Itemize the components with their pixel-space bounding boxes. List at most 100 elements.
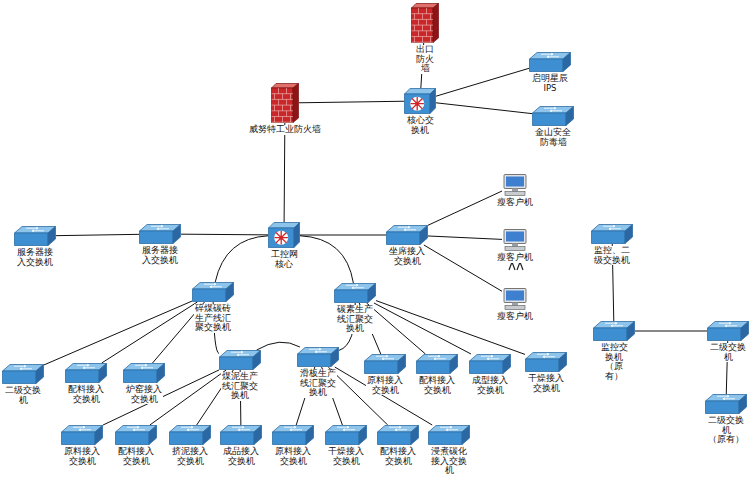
switch-icon bbox=[416, 354, 458, 374]
device-label: 监控交 换机（原 有） bbox=[600, 343, 629, 381]
network-link bbox=[44, 301, 192, 365]
network-device: 二级交换 机 （原有） bbox=[705, 394, 747, 445]
device-label: 启明星辰 IPS bbox=[531, 74, 569, 93]
switch-icon bbox=[532, 106, 574, 126]
firewall-icon bbox=[411, 3, 439, 43]
network-device: 工控网 核心 bbox=[268, 222, 300, 269]
device-label: 坐席接入 交换机 bbox=[388, 247, 426, 266]
device-label: 出口 防火 墙 bbox=[415, 45, 435, 74]
network-link bbox=[376, 301, 525, 355]
switch-icon bbox=[14, 226, 56, 246]
network-device: 核心交 换机 bbox=[404, 88, 436, 135]
device-label: 金山安全 防毒墙 bbox=[534, 128, 572, 147]
network-device: 原料接入 交换机 bbox=[272, 425, 314, 466]
network-device: 监控、二 级交换机 bbox=[591, 224, 633, 265]
switch-icon bbox=[219, 350, 261, 370]
switch-icon bbox=[386, 225, 428, 245]
switch-icon bbox=[65, 363, 107, 383]
network-device: 威努特工业防火墙 bbox=[248, 83, 322, 135]
switch-icon bbox=[593, 321, 635, 341]
switch-icon bbox=[2, 364, 44, 384]
switch-icon bbox=[123, 363, 165, 383]
device-label: 碳素生产 线汇聚交 换机 bbox=[336, 305, 374, 334]
device-label: 二级交换 机 bbox=[709, 343, 747, 362]
network-device: 金山安全 防毒墙 bbox=[532, 106, 574, 147]
device-label: 干燥接入 交换机 bbox=[527, 374, 565, 393]
thin-client-icon bbox=[502, 229, 528, 251]
network-link bbox=[428, 236, 502, 239]
network-device: 成品接入 交换机 bbox=[220, 425, 262, 466]
network-device: 启明星辰 IPS bbox=[529, 52, 571, 93]
device-label: 碎煤碳砖 生产线汇 聚交换机 bbox=[194, 304, 232, 333]
switch-icon bbox=[61, 425, 103, 445]
switch-icon bbox=[220, 425, 262, 445]
network-device: 坐席接入 交换机 bbox=[386, 225, 428, 266]
network-device: 碎煤碳砖 生产线汇 聚交换机 bbox=[192, 282, 234, 333]
network-device: 配料接入 交换机 bbox=[65, 363, 107, 404]
network-link bbox=[436, 68, 529, 96]
network-link bbox=[181, 234, 268, 236]
network-device: 瘦客户机 bbox=[496, 174, 534, 208]
core-switch-icon bbox=[404, 88, 436, 114]
core-switch-icon bbox=[268, 222, 300, 248]
network-device: 碳素生产 线汇聚交 换机 bbox=[334, 283, 376, 334]
thin-client-icon bbox=[502, 288, 528, 310]
device-label: 核心交 换机 bbox=[406, 116, 435, 135]
switch-icon bbox=[169, 425, 211, 445]
switch-icon bbox=[529, 52, 571, 72]
device-label: 炉窑接入 交换机 bbox=[125, 385, 163, 404]
switch-icon bbox=[707, 321, 749, 341]
network-device: 原料接入 交换机 bbox=[61, 425, 103, 466]
network-link bbox=[436, 103, 532, 114]
network-device: 瘦客户机 bbox=[496, 229, 534, 263]
device-label: 煤泥生产 线汇聚交 换机 bbox=[221, 372, 259, 401]
network-device: 滑板生产 线汇聚交 换机 bbox=[297, 347, 339, 398]
device-label: 原料接入 交换机 bbox=[63, 447, 101, 466]
switch-icon bbox=[272, 425, 314, 445]
switch-icon bbox=[705, 394, 747, 414]
network-device: 监控交 换机（原 有） bbox=[593, 321, 635, 381]
device-label: 二级交换 机 （原有） bbox=[707, 416, 745, 445]
device-label: 浸煮碳化 接入交换 机 bbox=[430, 447, 468, 476]
network-device: 瘦客户机 bbox=[496, 288, 534, 322]
network-device: 服务器接 入交换机 bbox=[14, 226, 56, 267]
device-label: 配料接入 交换机 bbox=[418, 376, 456, 395]
device-label: 成品接入 交换机 bbox=[222, 447, 260, 466]
network-link bbox=[102, 302, 198, 363]
device-label: 配料接入 交换机 bbox=[67, 385, 105, 404]
network-link bbox=[374, 303, 471, 354]
device-label: 配料接入 交换机 bbox=[379, 447, 417, 466]
device-label: 二级交换 机 bbox=[4, 386, 42, 405]
device-label: 威努特工业防火墙 bbox=[248, 125, 322, 135]
device-label: 监控、二 级交换机 bbox=[593, 246, 631, 265]
switch-icon bbox=[325, 425, 367, 445]
device-label: 挤泥接入 交换机 bbox=[171, 447, 209, 466]
network-link bbox=[299, 101, 404, 103]
network-device: 炉窑接入 交换机 bbox=[123, 363, 165, 404]
network-link bbox=[300, 236, 353, 283]
network-device: 配料接入 交换机 bbox=[115, 425, 157, 466]
switch-icon bbox=[139, 224, 181, 244]
device-label: 原料接入 交换机 bbox=[274, 447, 312, 466]
switch-icon bbox=[377, 425, 419, 445]
network-link bbox=[284, 123, 286, 222]
network-link bbox=[300, 235, 386, 236]
network-device: 二级交换 机 bbox=[707, 321, 749, 362]
switch-icon bbox=[364, 354, 406, 374]
device-label: 配料接入 交换机 bbox=[117, 447, 155, 466]
network-device: 挤泥接入 交换机 bbox=[169, 425, 211, 466]
device-label: 原料接入 交换机 bbox=[366, 376, 404, 395]
ellipsis-mark bbox=[509, 262, 523, 270]
switch-icon bbox=[297, 347, 339, 367]
network-device: 干燥接入 交换机 bbox=[325, 425, 367, 466]
device-label: 瘦客户机 bbox=[496, 253, 534, 263]
network-device: 浸煮碳化 接入交换 机 bbox=[428, 425, 470, 476]
network-device: 干燥接入 交换机 bbox=[525, 352, 567, 393]
network-device: 原料接入 交换机 bbox=[364, 354, 406, 395]
thin-client-icon bbox=[502, 174, 528, 196]
firewall-icon bbox=[271, 83, 299, 123]
device-label: 瘦客户机 bbox=[496, 312, 534, 322]
device-label: 工控网 核心 bbox=[270, 250, 299, 269]
device-label: 干燥接入 交换机 bbox=[327, 447, 365, 466]
